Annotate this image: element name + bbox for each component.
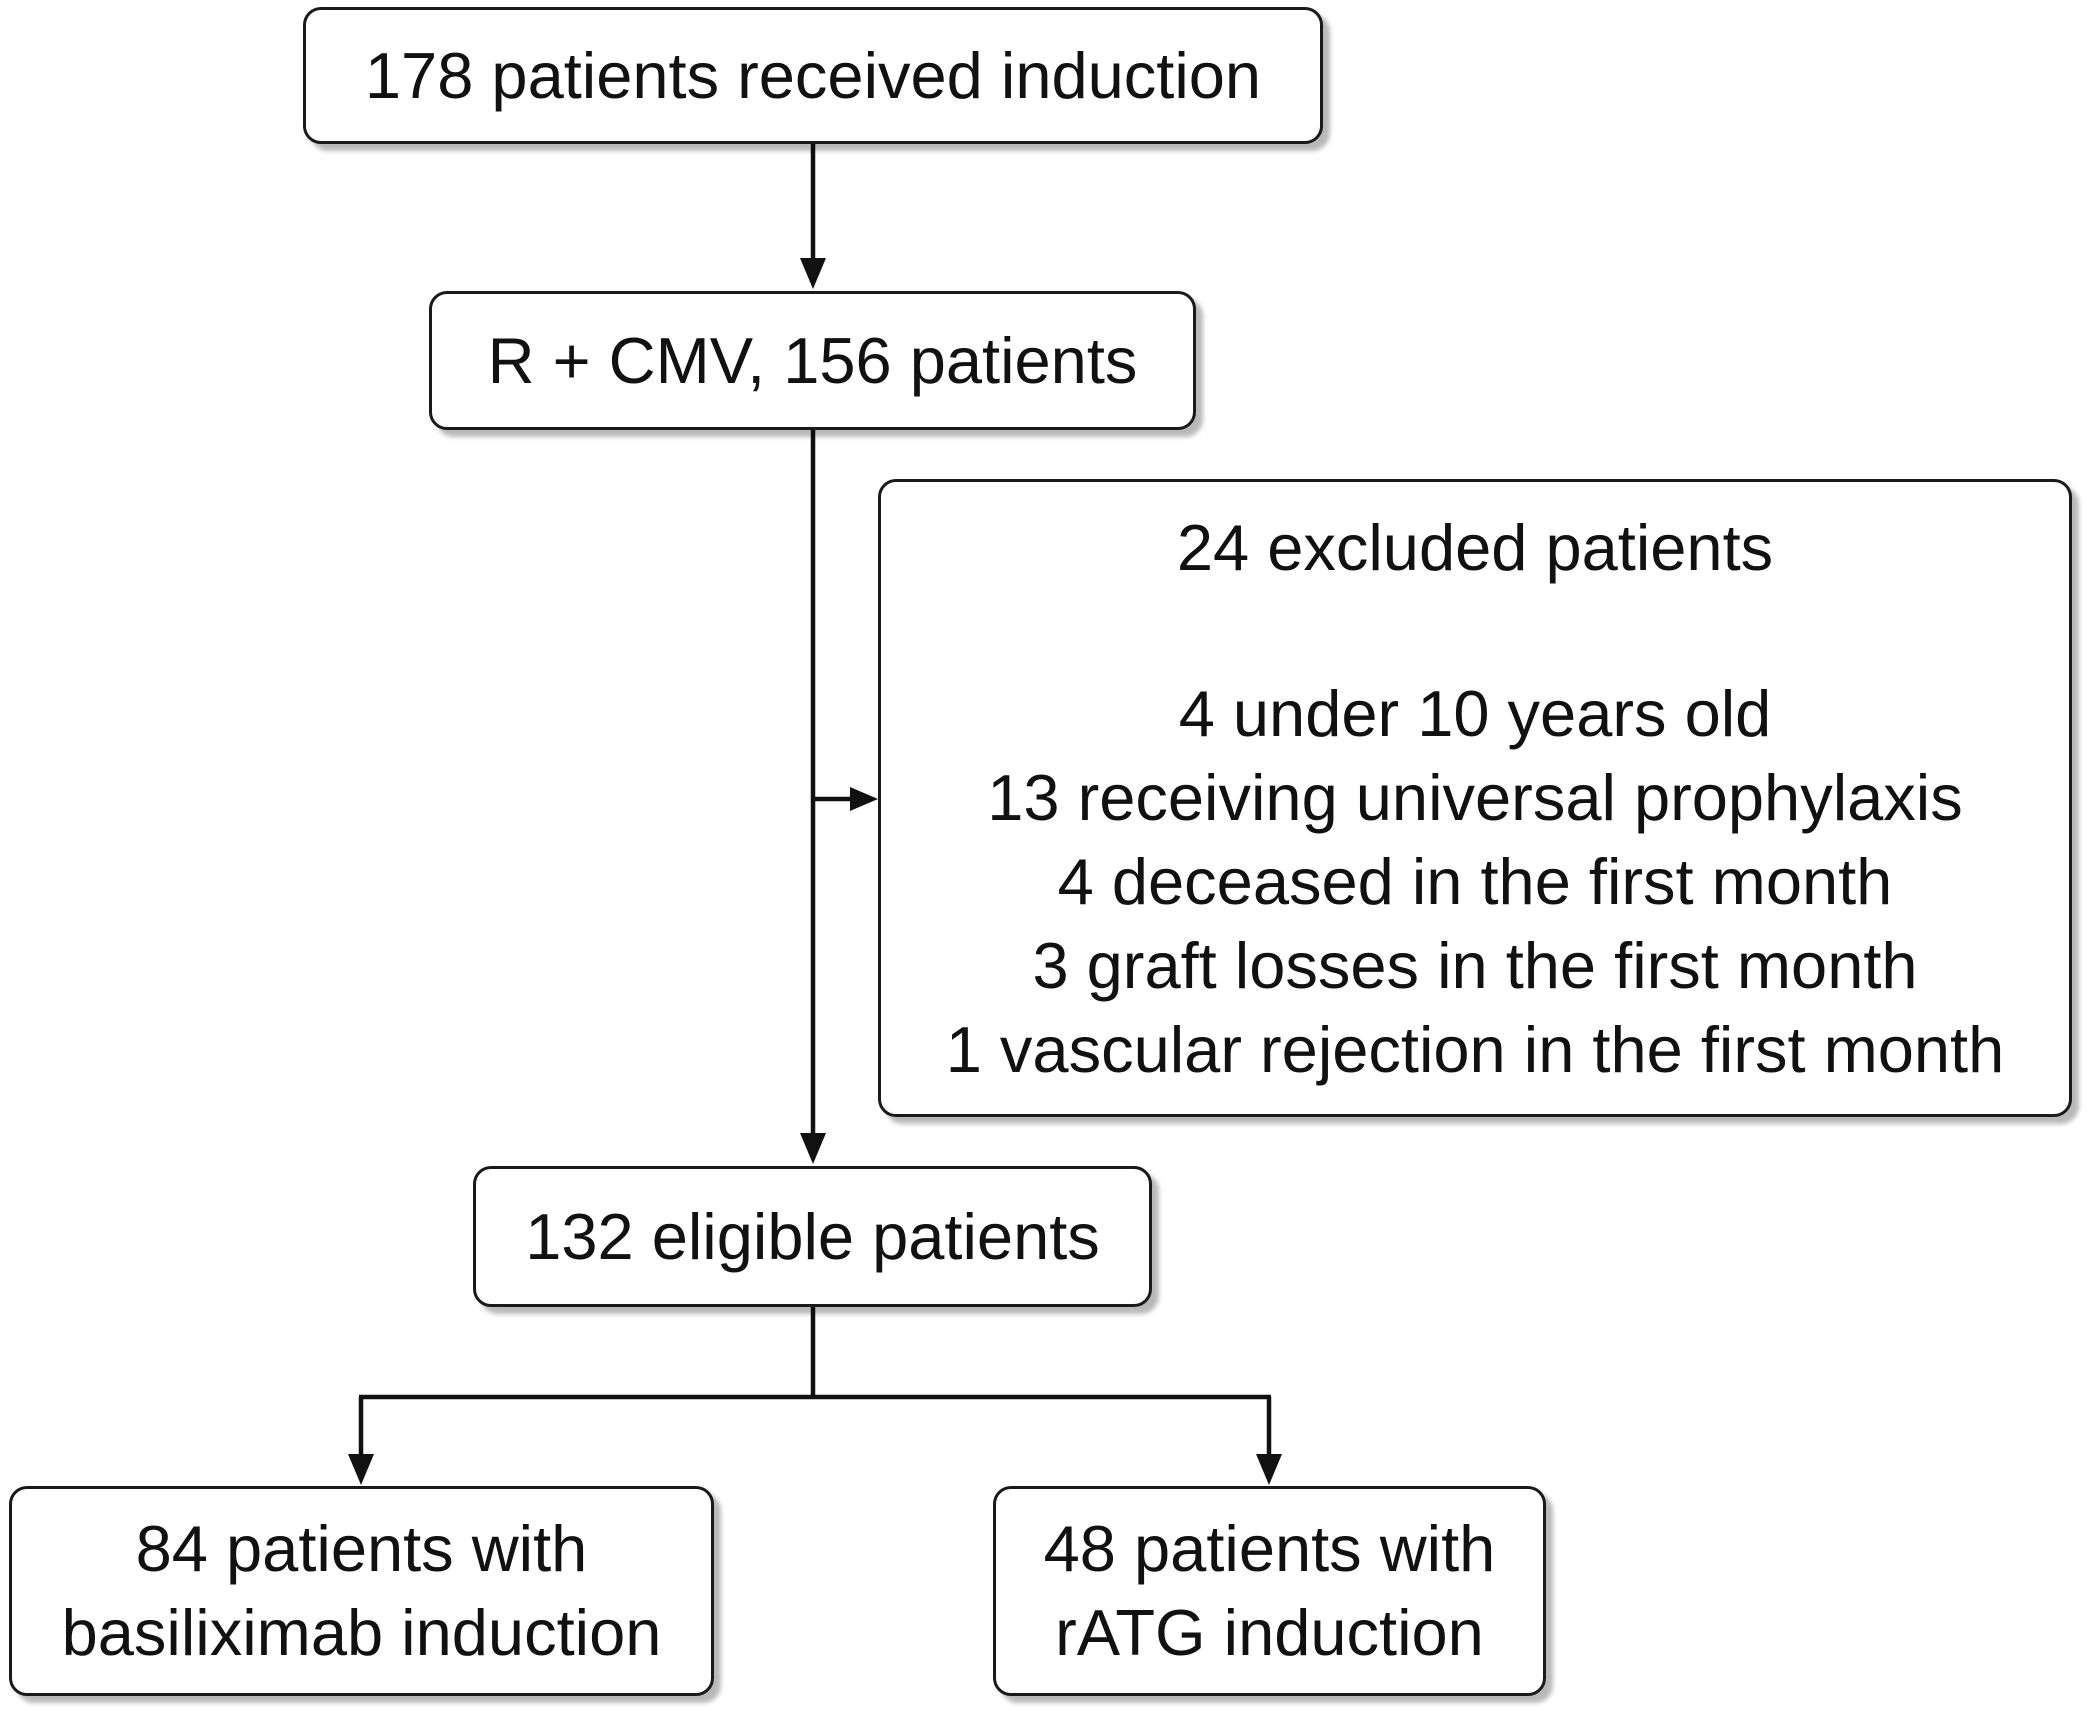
r-cmv-box: R + CMV, 156 patients	[429, 291, 1196, 430]
excluded-reason-under-10: 4 under 10 years old	[1178, 677, 1772, 750]
excluded-heading: 24 excluded patients	[1176, 511, 1774, 584]
arrowhead-excluded	[850, 787, 878, 811]
excluded-reason-deceased: 4 deceased in the first month	[1057, 845, 1893, 918]
excluded-reason-vascular-rejection: 1 vascular rejection in the first month	[945, 1013, 2005, 1086]
eligible-text: 132 eligible patients	[525, 1199, 1100, 1273]
arrowhead-rcmv	[800, 258, 826, 289]
ratg-box: 48 patients with rATG induction	[993, 1486, 1546, 1696]
r-cmv-text: R + CMV, 156 patients	[487, 323, 1138, 397]
induction-text: 178 patients received induction	[364, 38, 1262, 112]
ratg-line-2: rATG induction	[1055, 1596, 1484, 1669]
excluded-reason-universal-prophylaxis: 13 receiving universal prophylaxis	[987, 761, 1963, 834]
basiliximab-box: 84 patients with basiliximab induction	[9, 1486, 714, 1696]
arrowhead-basiliximab	[348, 1454, 374, 1485]
arrowhead-ratg	[1256, 1454, 1282, 1485]
basiliximab-line-1: 84 patients with	[135, 1512, 588, 1585]
excluded-reason-graft-losses: 3 graft losses in the first month	[1032, 929, 1918, 1002]
eligible-box: 132 eligible patients	[473, 1166, 1152, 1307]
arrowhead-eligible	[800, 1133, 826, 1164]
basiliximab-line-2: basiliximab induction	[61, 1596, 662, 1669]
ratg-line-1: 48 patients with	[1043, 1512, 1496, 1585]
excluded-box: 24 excluded patients 4 under 10 years ol…	[878, 479, 2072, 1117]
induction-box: 178 patients received induction	[303, 7, 1323, 144]
